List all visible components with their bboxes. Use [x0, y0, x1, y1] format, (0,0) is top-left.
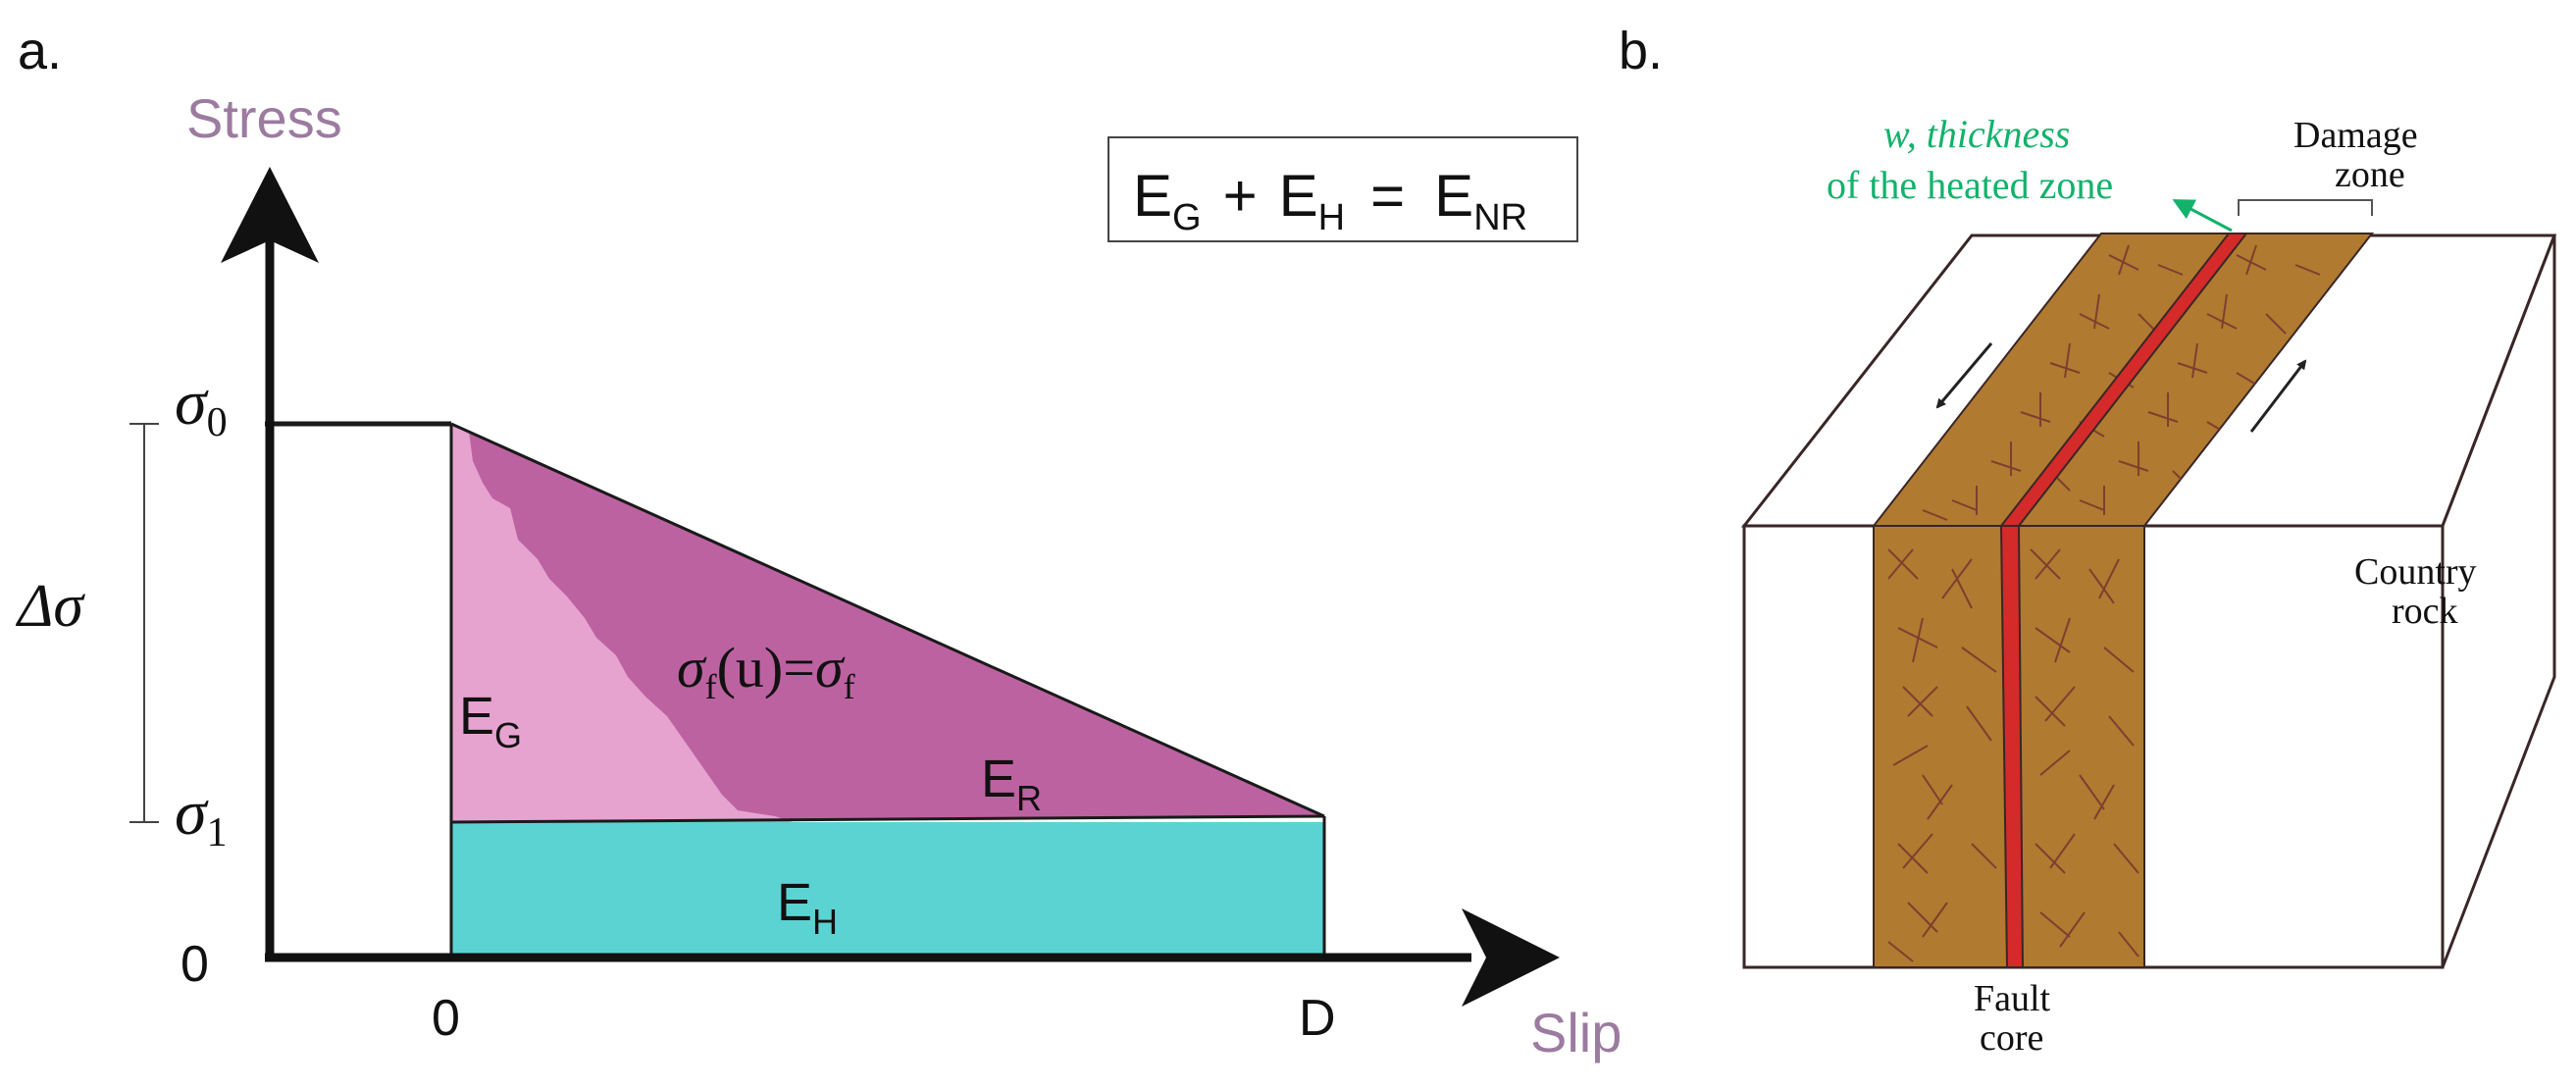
equation-box	[1108, 136, 1578, 242]
country-rock-label-line1: Country	[2354, 551, 2477, 593]
slip-arrow-right	[2249, 359, 2307, 433]
panel-a: a. Stress EG+EH=ENR Δσ σ0 σ1 0 0 D Slip	[15, 22, 1622, 1063]
sigma0-label: σ0	[175, 367, 228, 445]
x-zero-label: 0	[432, 990, 460, 1047]
damage-zone-label-line1: Damage	[2293, 115, 2418, 156]
heated-zone-label-line1: w, thickness	[1883, 112, 2070, 156]
stress-axis-label: Stress	[186, 87, 342, 149]
slip-axis-label: Slip	[1530, 1002, 1622, 1063]
fault-core-top	[1998, 233, 2249, 527]
sigma1-label: σ1	[175, 777, 228, 855]
x-d-label: D	[1299, 990, 1336, 1047]
energy-balance-equation: EG+EH=ENR	[1133, 163, 1527, 238]
y-axis-arrowhead	[221, 167, 319, 263]
damage-zone-label-line2: zone	[2335, 154, 2405, 195]
y-zero-label: 0	[180, 936, 209, 993]
damage-zone-front-cracks	[1887, 548, 2139, 962]
stress-drop-line	[450, 422, 1325, 818]
x-axis-arrowhead	[1462, 908, 1560, 1007]
country-rock-label-line2: rock	[2392, 591, 2458, 632]
er-label: ER	[981, 750, 1042, 818]
eh-label: EH	[777, 873, 838, 942]
friction-law-label: σf(u)=σf	[677, 636, 855, 706]
region-eg-fill	[451, 424, 793, 822]
eh-top-line	[450, 814, 1325, 824]
panel-a-label: a.	[18, 22, 62, 80]
panel-b: b. w, thickness of the heated zone D	[1619, 22, 2557, 1059]
eg-label: EG	[459, 687, 522, 755]
heated-zone-arrow	[2172, 199, 2233, 233]
slip-arrow-left	[1935, 342, 1993, 409]
region-eh-fill	[451, 822, 1324, 956]
damage-zone-bracket	[2238, 199, 2373, 216]
panel-b-label: b.	[1619, 22, 1663, 80]
fault-core-label-line1: Fault	[1974, 978, 2051, 1019]
delta-sigma-label: Δσ	[15, 573, 85, 640]
fault-core-label-line2: core	[1980, 1017, 2043, 1059]
heated-zone-label-line2: of the heated zone	[1827, 163, 2113, 207]
